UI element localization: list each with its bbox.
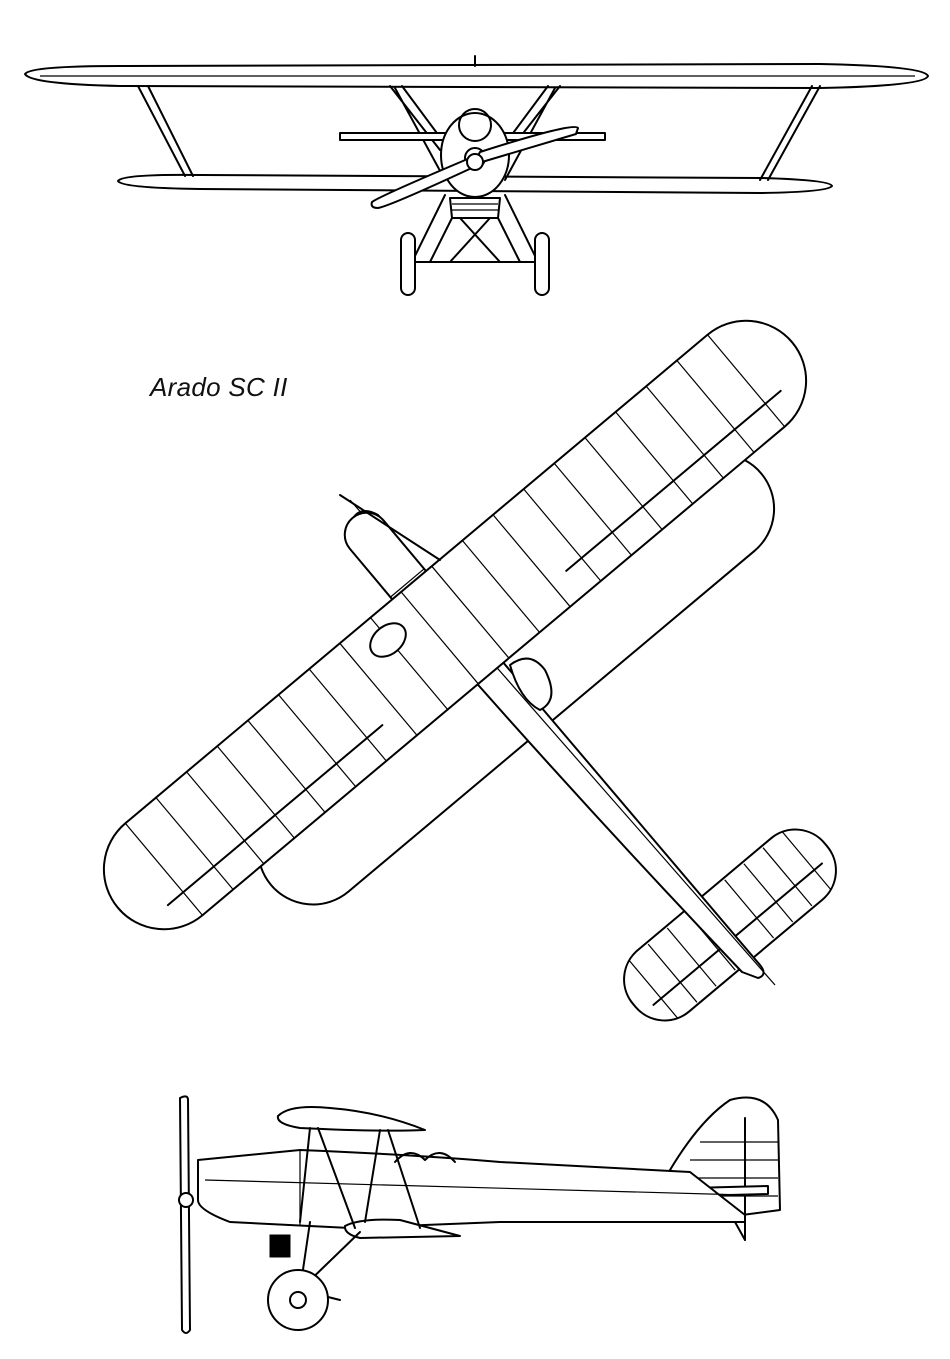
side-lower-wing (343, 1218, 461, 1239)
side-fuselage (197, 1149, 746, 1229)
plan-propeller (339, 494, 441, 561)
front-right-wheel (534, 232, 550, 296)
aircraft-title: Arado SC II (150, 372, 288, 402)
side-propeller (179, 1095, 191, 1334)
front-left-wheel (400, 232, 416, 296)
side-wheel (267, 1269, 329, 1331)
side-upper-wing (276, 1106, 426, 1132)
plan-upper-wing (102, 319, 808, 931)
front-right-strut (759, 85, 813, 181)
front-left-strut (137, 85, 186, 177)
plan-tailplane (623, 828, 837, 1022)
